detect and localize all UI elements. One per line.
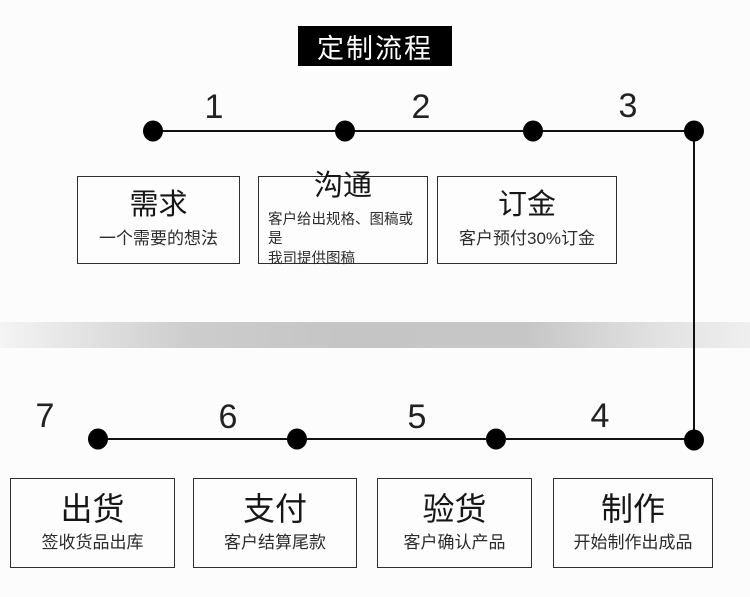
right-connector-line — [693, 131, 695, 440]
step-desc: 客户给出规格、图稿或是 我司提供图稿 — [268, 211, 413, 267]
step-title: 制作 — [600, 490, 665, 527]
flow-dot — [335, 120, 355, 142]
step-box-shipping: 出货 签收货品出库 — [10, 478, 175, 568]
step-box-production: 制作 开始制作出成品 — [553, 478, 713, 568]
process-title: 定制流程 — [317, 33, 433, 64]
step-number-4: 4 — [590, 397, 610, 435]
top-flow-line — [153, 130, 695, 132]
step-box-requirement: 需求 一个需要的想法 — [77, 176, 240, 264]
step-number-6: 6 — [218, 398, 238, 436]
step-box-inspection: 验货 客户确认产品 — [377, 478, 532, 568]
step-box-communication: 沟通 客户给出规格、图稿或是 我司提供图稿 — [258, 170, 428, 267]
flow-dot — [486, 428, 506, 450]
divider-band — [0, 322, 750, 348]
step-title: 需求 — [129, 189, 188, 222]
step-desc: 一个需要的想法 — [99, 228, 218, 248]
step-desc: 客户结算尾款 — [224, 533, 326, 553]
step-number-2: 2 — [411, 88, 431, 126]
step-desc: 客户确认产品 — [403, 533, 506, 553]
flow-dot — [684, 429, 704, 451]
step-title: 沟通 — [313, 170, 372, 203]
step-number-3: 3 — [618, 87, 638, 125]
step-desc: 开始制作出成品 — [573, 533, 693, 553]
step-number-7: 7 — [35, 397, 55, 435]
step-desc: 客户预付30%订金 — [458, 228, 596, 248]
process-title-banner: 定制流程 — [298, 26, 452, 66]
flow-dot — [684, 120, 704, 142]
step-number-1: 1 — [204, 88, 224, 126]
step-box-payment: 支付 客户结算尾款 — [193, 478, 357, 568]
step-title: 验货 — [422, 490, 487, 527]
step-title: 出货 — [60, 490, 125, 527]
step-box-deposit: 订金 客户预付30%订金 — [437, 176, 617, 264]
step-desc: 签收货品出库 — [41, 533, 144, 553]
step-title: 支付 — [242, 490, 307, 527]
flow-dot — [143, 120, 163, 142]
flow-dot — [523, 120, 543, 142]
step-number-5: 5 — [407, 398, 427, 436]
bottom-flow-line — [98, 438, 694, 440]
flow-dot — [287, 428, 307, 450]
step-title: 订金 — [497, 189, 556, 222]
flow-dot — [88, 428, 108, 450]
